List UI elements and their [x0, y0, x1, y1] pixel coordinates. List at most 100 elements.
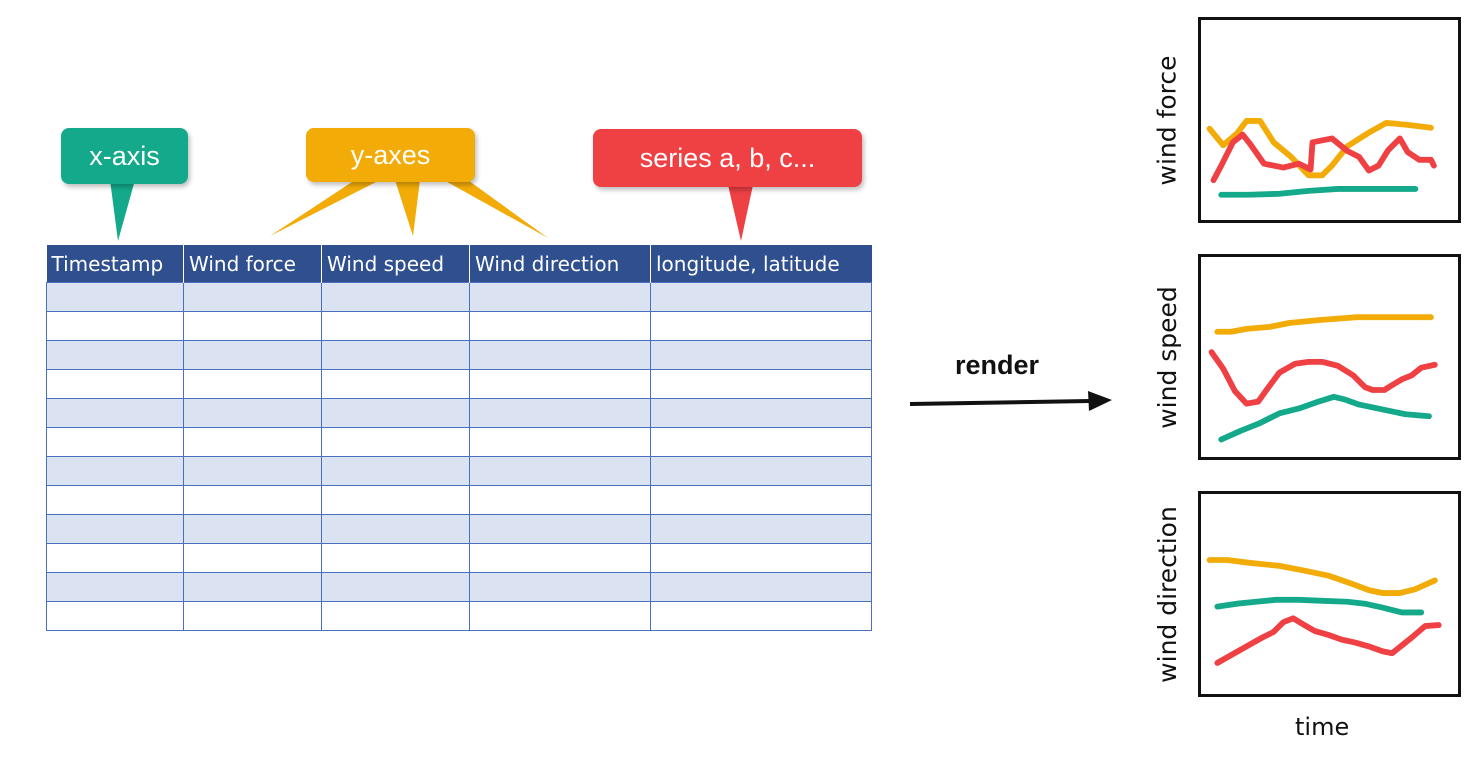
- table-cell[interactable]: [321, 485, 470, 515]
- chart-1-ylabel-text: wind force: [1152, 54, 1182, 186]
- table-cell[interactable]: [650, 282, 872, 312]
- wind-speed-series-green: [1218, 393, 1432, 443]
- table-cell[interactable]: [46, 601, 184, 631]
- wind-direction-chart: [1198, 491, 1461, 697]
- table-cell[interactable]: [650, 485, 872, 515]
- table-cell[interactable]: [469, 369, 651, 399]
- render-label: render: [955, 350, 1040, 380]
- table-cell[interactable]: [469, 485, 651, 515]
- chart-2-ylabel-text: wind speed: [1152, 285, 1182, 429]
- table-cell[interactable]: [650, 514, 872, 544]
- y-axes-callout-text: y-axes: [350, 139, 431, 170]
- wind-direction-series-red: [1214, 615, 1442, 666]
- table-cell[interactable]: [650, 340, 872, 370]
- chart-1-ylabel: wind force: [1147, 18, 1187, 222]
- render-arrow-icon: [909, 391, 1112, 411]
- table-cell[interactable]: [46, 427, 184, 457]
- table-cell[interactable]: [650, 456, 872, 486]
- x-axis-callout: x-axis: [61, 128, 188, 184]
- table-cell[interactable]: [650, 369, 872, 399]
- table-cell[interactable]: [46, 282, 184, 312]
- header-wind-force: Wind force: [183, 245, 322, 283]
- table-cell[interactable]: [321, 340, 470, 370]
- table-row: [46, 427, 872, 457]
- table-cell[interactable]: [183, 340, 322, 370]
- table-cell[interactable]: [183, 427, 322, 457]
- table-cell[interactable]: [650, 543, 872, 573]
- header-wind-direction: Wind direction: [469, 245, 651, 283]
- wind-force-series-orange: [1206, 118, 1434, 179]
- y-axes-callout-pointer-2: [395, 180, 420, 236]
- table-body: [46, 282, 872, 631]
- table-cell[interactable]: [183, 369, 322, 399]
- table-cell[interactable]: [183, 485, 322, 515]
- table-cell[interactable]: [469, 398, 651, 428]
- wind-force-chart: [1198, 17, 1461, 223]
- table-row: [46, 572, 872, 602]
- chart-2-ylabel: wind speed: [1147, 255, 1187, 459]
- table-cell[interactable]: [46, 543, 184, 573]
- table-cell[interactable]: [183, 601, 322, 631]
- table-cell[interactable]: [183, 456, 322, 486]
- y-axes-callout: y-axes: [306, 128, 475, 182]
- table-row: [46, 601, 872, 631]
- wind-force-series-green: [1218, 186, 1419, 198]
- x-axis-callout-text: x-axis: [89, 140, 160, 171]
- table-cell[interactable]: [46, 514, 184, 544]
- table-row: [46, 311, 872, 341]
- table-cell[interactable]: [650, 398, 872, 428]
- table-cell[interactable]: [650, 601, 872, 631]
- table-cell[interactable]: [46, 311, 184, 341]
- table-cell[interactable]: [321, 572, 470, 602]
- table-cell[interactable]: [469, 427, 651, 457]
- table-cell[interactable]: [650, 572, 872, 602]
- table-cell[interactable]: [321, 369, 470, 399]
- table-cell[interactable]: [650, 427, 872, 457]
- table-cell[interactable]: [46, 340, 184, 370]
- table-cell[interactable]: [46, 456, 184, 486]
- table-row: [46, 485, 872, 515]
- table-row: [46, 514, 872, 544]
- table-cell[interactable]: [183, 572, 322, 602]
- chart-3-ylabel-text: wind direction: [1152, 505, 1182, 683]
- table-cell[interactable]: [183, 398, 322, 428]
- table-cell[interactable]: [321, 398, 470, 428]
- table-cell[interactable]: [46, 398, 184, 428]
- table-cell[interactable]: [321, 456, 470, 486]
- table-cell[interactable]: [321, 601, 470, 631]
- header-longitude-latitude: longitude, latitude: [650, 245, 872, 283]
- table-cell[interactable]: [46, 485, 184, 515]
- table-row: [46, 456, 872, 486]
- table-cell[interactable]: [469, 282, 651, 312]
- table-cell[interactable]: [469, 340, 651, 370]
- table-cell[interactable]: [321, 543, 470, 573]
- table-cell[interactable]: [469, 456, 651, 486]
- table-header-row: Timestamp Wind force Wind speed Wind dir…: [46, 245, 872, 283]
- table-row: [46, 543, 872, 573]
- table-cell[interactable]: [469, 311, 651, 341]
- table-cell[interactable]: [469, 543, 651, 573]
- table-cell[interactable]: [469, 601, 651, 631]
- table-cell[interactable]: [183, 311, 322, 341]
- series-callout-pointer: [728, 185, 753, 241]
- table-cell[interactable]: [321, 514, 470, 544]
- table-cell[interactable]: [46, 369, 184, 399]
- wind-direction-series-green: [1214, 596, 1425, 616]
- series-callout-text: series a, b, c...: [639, 142, 816, 173]
- wind-speed-series-orange: [1214, 314, 1434, 335]
- table-cell[interactable]: [321, 427, 470, 457]
- table-cell[interactable]: [183, 514, 322, 544]
- table-cell[interactable]: [46, 572, 184, 602]
- table-cell[interactable]: [469, 514, 651, 544]
- table-cell[interactable]: [183, 282, 322, 312]
- table-cell[interactable]: [321, 282, 470, 312]
- table-cell[interactable]: [321, 311, 470, 341]
- data-table: Timestamp Wind force Wind speed Wind dir…: [46, 245, 872, 631]
- table-cell[interactable]: [650, 311, 872, 341]
- table-cell[interactable]: [183, 543, 322, 573]
- y-axes-callout-pointer-1: [270, 180, 380, 236]
- table-cell[interactable]: [469, 572, 651, 602]
- table-row: [46, 398, 872, 428]
- wind-speed-series-red: [1208, 349, 1438, 407]
